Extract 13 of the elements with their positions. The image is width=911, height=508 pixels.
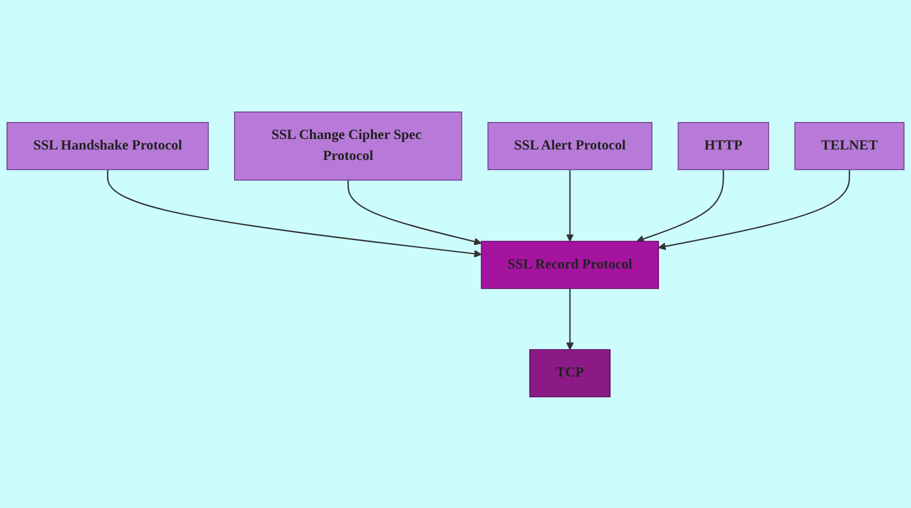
node-box: TELNET — [794, 122, 904, 170]
arrow — [566, 169, 574, 242]
node-box: HTTP — [678, 122, 770, 170]
node-box: SSL Alert Protocol — [488, 122, 652, 170]
node-box: SSL Handshake Protocol — [6, 122, 209, 170]
node-box: SSL Record Protocol — [480, 240, 659, 288]
arrow — [658, 169, 850, 250]
node-box: SSL Change Cipher Spec Protocol — [234, 111, 462, 180]
node-box: TCP — [529, 348, 611, 397]
arrow — [636, 169, 724, 242]
arrow — [107, 169, 482, 258]
arrow — [347, 180, 482, 245]
arrow — [566, 288, 574, 350]
